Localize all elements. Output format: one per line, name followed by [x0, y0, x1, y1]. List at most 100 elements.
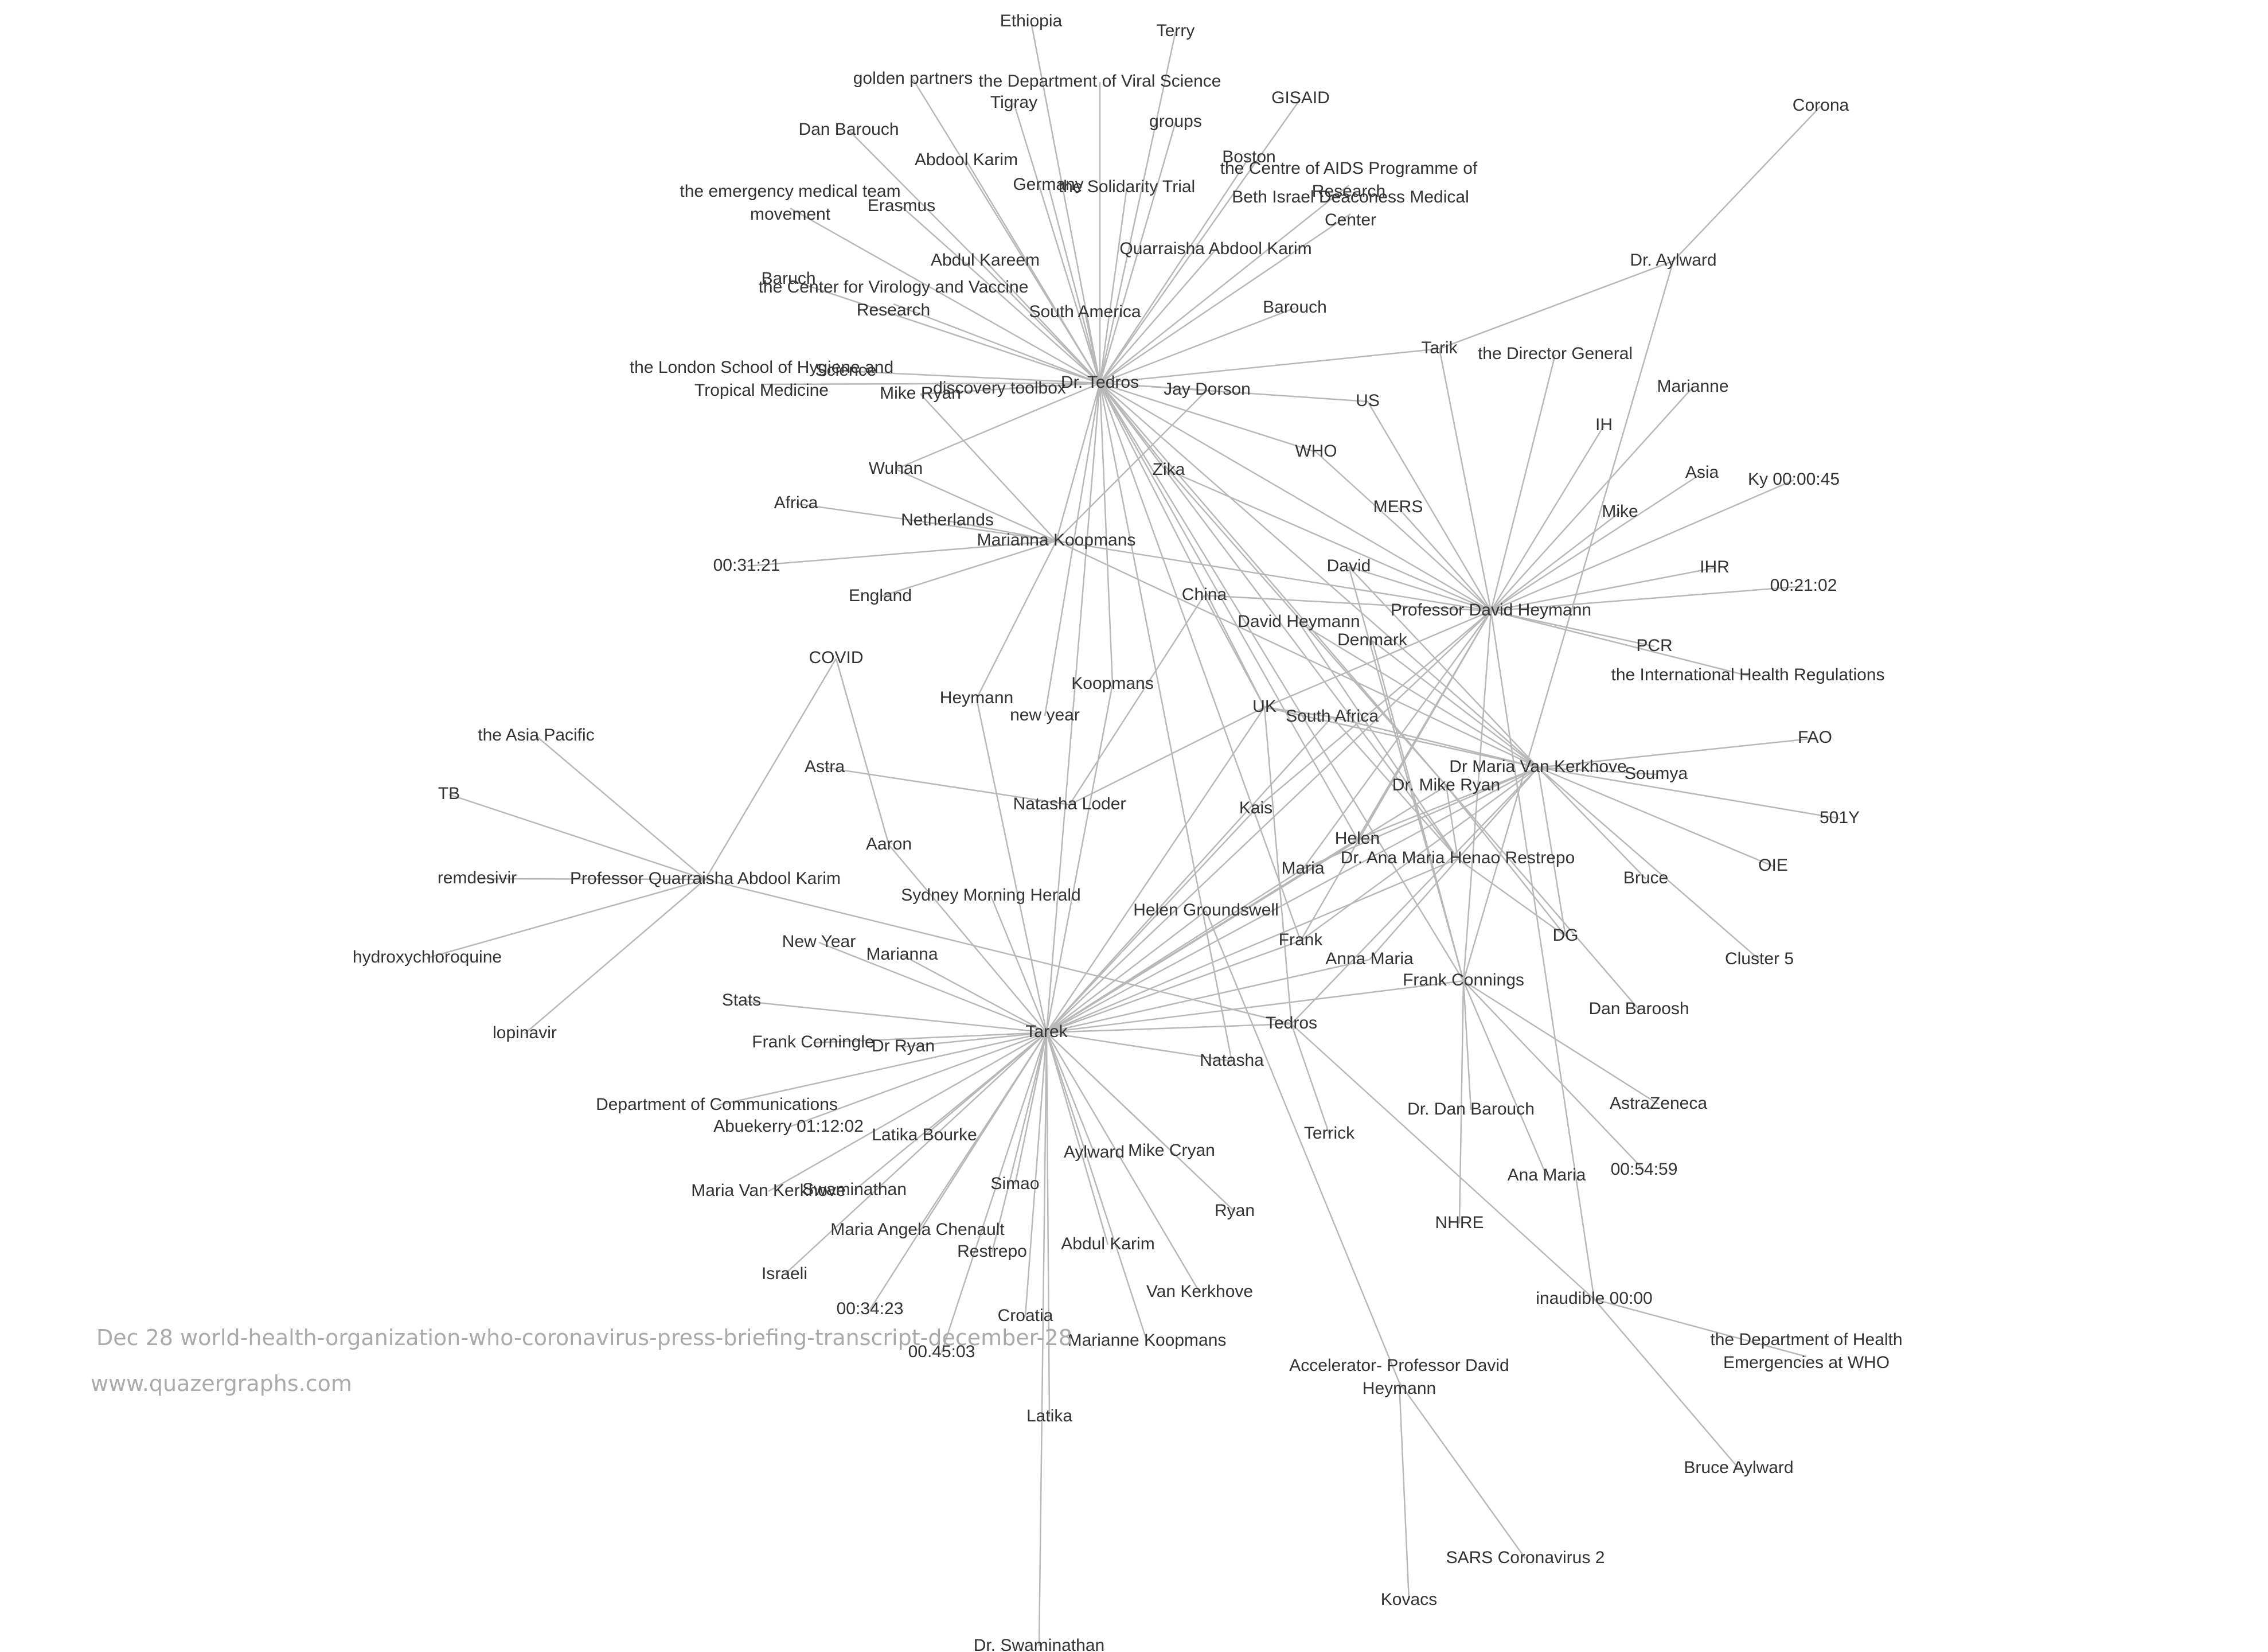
node-tarek[interactable]: Tarek — [1025, 1022, 1068, 1041]
node-dg[interactable]: the Director General — [1478, 344, 1633, 363]
node-t2102[interactable]: 00:21:02 — [1770, 576, 1837, 595]
node-tarik[interactable]: Tarik — [1421, 338, 1458, 357]
node-y501[interactable]: 501Y — [1820, 808, 1860, 827]
node-china[interactable]: China — [1182, 585, 1227, 604]
node-sars[interactable]: SARS Coronavirus 2 — [1446, 1548, 1605, 1567]
node-england[interactable]: England — [849, 586, 912, 605]
node-drryan[interactable]: Dr Ryan — [872, 1037, 935, 1055]
node-mikeryan2[interactable]: Mike Ryan — [880, 384, 961, 403]
node-tigray[interactable]: Tigray — [990, 93, 1037, 112]
node-erasmus[interactable]: Erasmus — [868, 196, 935, 215]
node-stats[interactable]: Stats — [722, 991, 761, 1010]
node-frank[interactable]: Frank — [1279, 930, 1324, 949]
node-kerkhove[interactable]: Dr Maria Van Kerkhove — [1449, 757, 1627, 776]
node-southafrica[interactable]: South Africa — [1286, 707, 1379, 726]
node-croatia[interactable]: Croatia — [998, 1306, 1053, 1325]
node-cluster5[interactable]: Cluster 5 — [1725, 949, 1794, 968]
node-abuekerry[interactable]: Abuekerry 01:12:02 — [713, 1117, 864, 1136]
node-solidarity[interactable]: the Solidarity Trial — [1059, 177, 1195, 196]
node-bruce[interactable]: Bruce — [1623, 868, 1668, 887]
node-asiapacific[interactable]: the Asia Pacific — [478, 726, 594, 745]
node-newyear[interactable]: new year — [1010, 706, 1080, 724]
node-mike[interactable]: Mike — [1602, 502, 1638, 521]
node-wuhan[interactable]: Wuhan — [869, 459, 923, 478]
node-heymann[interactable]: Professor David Heymann — [1391, 601, 1591, 620]
node-abdoolkarim[interactable]: Abdool Karim — [915, 150, 1018, 169]
node-terrick[interactable]: Terrick — [1304, 1124, 1355, 1143]
node-restrepo[interactable]: Dr. Ana Maria Henao Restrepo — [1341, 848, 1575, 867]
node-latika[interactable]: Latika — [1026, 1406, 1072, 1425]
node-anamaria2[interactable]: Ana Maria — [1508, 1166, 1586, 1185]
node-quarraisha[interactable]: Quarraisha Abdool Karim — [1119, 239, 1311, 258]
node-asia[interactable]: Asia — [1685, 463, 1719, 482]
node-netherlands[interactable]: Netherlands — [901, 511, 994, 529]
node-uk[interactable]: UK — [1252, 697, 1277, 716]
node-viralscience[interactable]: the Department of Viral Science — [978, 72, 1221, 91]
node-loder[interactable]: Natasha Loder — [1013, 794, 1126, 813]
node-connings[interactable]: Frank Connings — [1403, 971, 1524, 989]
node-davidheymann[interactable]: David Heymann — [1238, 612, 1360, 631]
node-david[interactable]: David — [1327, 556, 1371, 575]
node-ih[interactable]: IH — [1595, 415, 1613, 434]
node-maria[interactable]: Maria — [1281, 859, 1324, 878]
node-dgshort[interactable]: DG — [1553, 926, 1579, 945]
node-bruceaylward[interactable]: Bruce Aylward — [1684, 1458, 1793, 1477]
node-abdulkareem[interactable]: Abdul Kareem — [931, 251, 1040, 270]
node-oie[interactable]: OIE — [1758, 856, 1788, 875]
node-latikab[interactable]: Latika Bourke — [872, 1125, 977, 1144]
node-restrepo2[interactable]: Restrepo — [957, 1242, 1027, 1261]
node-mikecryan[interactable]: Mike Cryan — [1128, 1141, 1215, 1160]
node-danbarouch2[interactable]: Dr. Dan Barouch — [1407, 1100, 1535, 1119]
node-germany[interactable]: Germany — [1013, 175, 1083, 194]
node-natasha[interactable]: Natasha — [1200, 1051, 1264, 1070]
node-fao[interactable]: FAO — [1798, 728, 1832, 747]
node-hcq[interactable]: hydroxychloroquine — [353, 948, 502, 967]
node-groundswell[interactable]: Helen Groundswell — [1133, 901, 1278, 919]
node-boston[interactable]: Boston — [1222, 147, 1275, 166]
node-groups[interactable]: groups — [1149, 112, 1202, 131]
node-southamerica[interactable]: South America — [1029, 302, 1141, 321]
node-annamaria[interactable]: Anna Maria — [1325, 949, 1414, 968]
node-abdulkarim[interactable]: Abdul Karim — [1061, 1234, 1154, 1253]
node-nhre[interactable]: NHRE — [1435, 1213, 1484, 1232]
node-marianna2[interactable]: Marianna — [866, 945, 938, 964]
node-t4503[interactable]: 00.45:03 — [908, 1342, 975, 1361]
node-terry[interactable]: Terry — [1157, 21, 1195, 40]
node-ihr[interactable]: IHR — [1700, 558, 1730, 576]
node-aylward2[interactable]: Aylward — [1064, 1143, 1125, 1162]
node-simao[interactable]: Simao — [990, 1174, 1039, 1193]
node-gisaid[interactable]: GISAID — [1271, 88, 1330, 107]
node-ethiopia[interactable]: Ethiopia — [1000, 11, 1063, 30]
node-danbarouch1[interactable]: Dan Barouch — [798, 120, 899, 139]
node-israeli[interactable]: Israeli — [762, 1264, 807, 1283]
node-zika[interactable]: Zika — [1153, 460, 1185, 479]
node-kais[interactable]: Kais — [1239, 798, 1272, 817]
node-swaminathan[interactable]: Swaminathan — [802, 1180, 907, 1199]
node-kovacs[interactable]: Kovacs — [1381, 1590, 1437, 1609]
node-toolbox[interactable]: discovery toolbox — [933, 379, 1066, 398]
node-koopmans[interactable]: Marianna Koopmans — [977, 531, 1136, 550]
node-ky[interactable]: Ky 00:00:45 — [1748, 470, 1840, 489]
node-mers[interactable]: MERS — [1373, 497, 1423, 516]
node-vankerkhove[interactable]: Van Kerkhove — [1146, 1282, 1253, 1301]
node-qak[interactable]: Professor Quarraisha Abdool Karim — [570, 869, 841, 888]
node-ryan[interactable]: Ryan — [1215, 1201, 1255, 1220]
node-t3423[interactable]: 00:34:23 — [837, 1299, 904, 1318]
node-smh[interactable]: Sydney Morning Herald — [901, 886, 1081, 905]
node-aylward[interactable]: Dr. Aylward — [1630, 251, 1716, 270]
node-soumya[interactable]: Soumya — [1625, 764, 1688, 783]
node-lopinavir[interactable]: lopinavir — [493, 1023, 557, 1042]
node-africa[interactable]: Africa — [774, 493, 818, 512]
node-tedros2[interactable]: Tedros — [1266, 1014, 1317, 1032]
node-helen[interactable]: Helen — [1335, 829, 1380, 848]
node-inaudible[interactable]: inaudible 00:00 — [1536, 1289, 1653, 1308]
node-mvkerkhove[interactable]: Maria Van Kerkhove — [691, 1181, 846, 1200]
node-aaron[interactable]: Aaron — [866, 835, 912, 854]
